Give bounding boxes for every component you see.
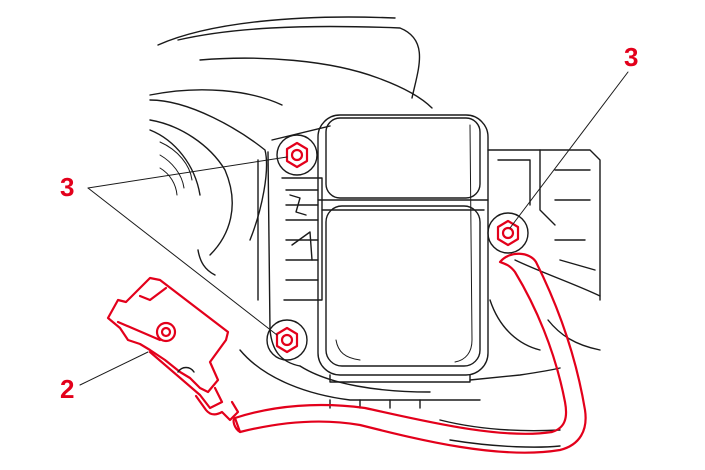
bolt-top-left [276, 134, 318, 176]
bolt-right [487, 212, 529, 254]
bolt-bottom-left [266, 319, 308, 361]
callout-connector: 2 [60, 374, 74, 404]
leader-lines [79, 71, 629, 386]
engine-background-lines [149, 16, 601, 448]
connector-plug [106, 276, 240, 422]
callout-bolt-right: 3 [624, 42, 638, 72]
callout-bolts-left: 3 [60, 172, 74, 202]
sensor-housing [317, 114, 489, 383]
wiring-harness [232, 252, 587, 454]
